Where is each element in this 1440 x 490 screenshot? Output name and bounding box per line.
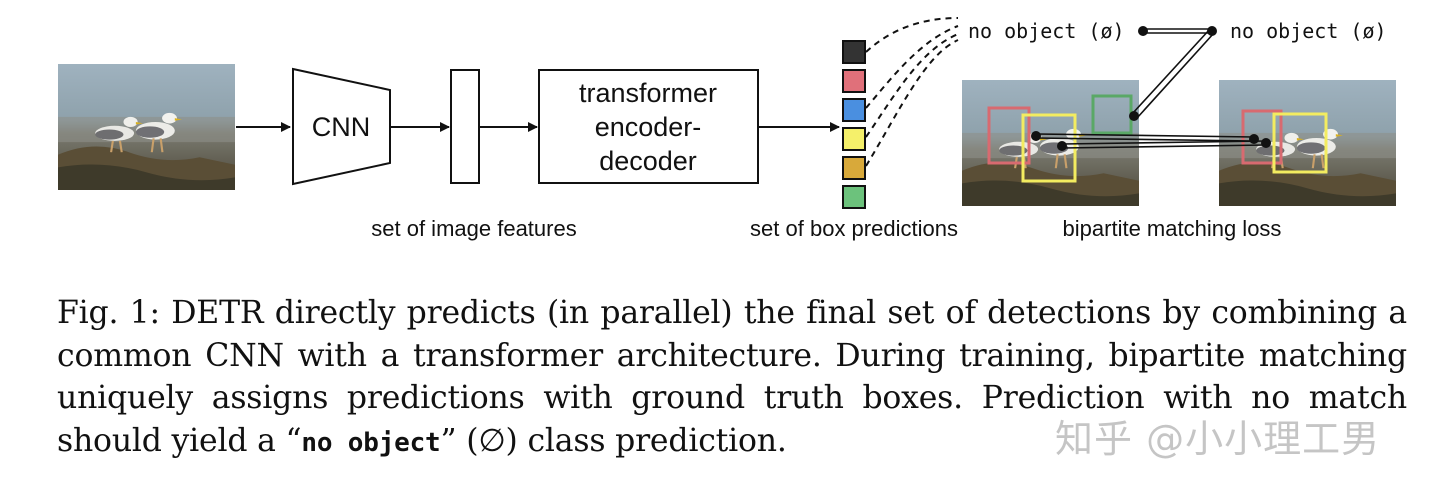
transformer-block	[538, 69, 759, 184]
ground-truth-image	[1219, 80, 1396, 206]
dashed-link-1	[865, 17, 959, 53]
caption-no-object-code: no object	[301, 427, 441, 458]
prediction-square	[842, 156, 866, 180]
no-object-dashed-links	[865, 17, 959, 167]
matching-links	[1035, 28, 1267, 149]
detr-pipeline-diagram: CNN transformer encoder- decoder no obje…	[58, 17, 1396, 241]
caption-text: Fig. 1: DETR directly predicts (in paral…	[57, 295, 1407, 459]
transformer-label-line-1: transformer	[579, 78, 717, 108]
prediction-square	[842, 127, 866, 151]
prediction-square	[842, 69, 866, 93]
matching-loss-caption: bipartite matching loss	[1063, 216, 1282, 241]
dashed-link-4	[865, 39, 959, 167]
cnn-block	[292, 67, 391, 186]
dashed-link-2	[865, 25, 959, 109]
prediction-square	[842, 98, 866, 122]
figure-caption: Fig. 1: DETR directly predicts (in paral…	[57, 292, 1407, 464]
caption-suffix: ” (∅) class prediction.	[440, 422, 787, 459]
prediction-square	[842, 185, 866, 209]
box-predictions-stack	[842, 40, 866, 209]
no-object-right-label: no object (ø)	[1230, 19, 1387, 43]
cnn-label: CNN	[312, 112, 371, 142]
pred-box-red	[987, 106, 1031, 165]
dashed-link-3	[865, 33, 959, 138]
box-predictions-caption: set of box predictions	[750, 216, 958, 241]
transformer-label-line-3: decoder	[599, 146, 697, 176]
transformer-label-line-2: encoder-	[595, 112, 702, 142]
gt-box-yellow	[1272, 112, 1328, 174]
input-image	[58, 64, 235, 190]
prediction-square	[842, 40, 866, 64]
matching-dots	[1031, 26, 1271, 151]
image-features-block	[450, 69, 480, 184]
no-object-left-label: no object (ø)	[968, 19, 1125, 43]
watermark: 知乎 @小小理工男	[1055, 417, 1381, 461]
image-features-caption: set of image features	[371, 216, 576, 241]
